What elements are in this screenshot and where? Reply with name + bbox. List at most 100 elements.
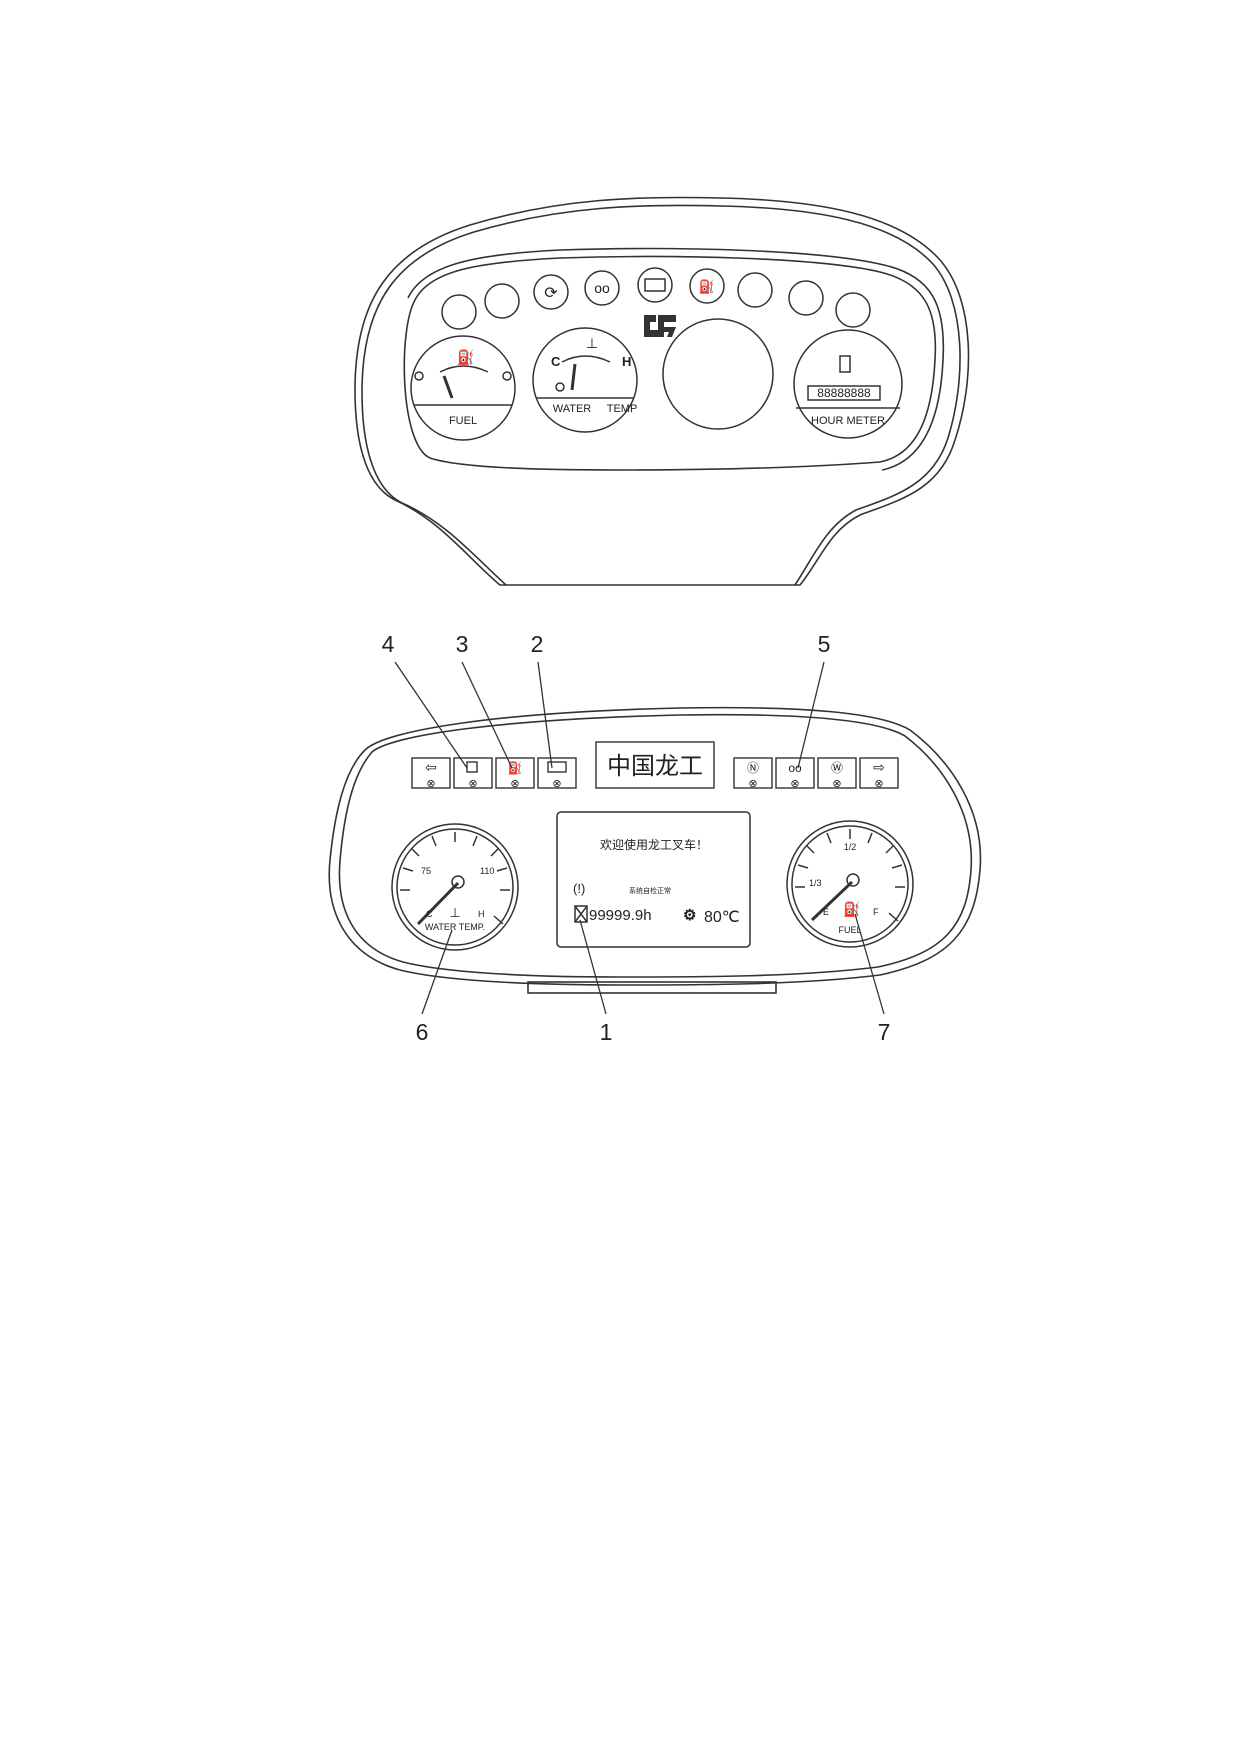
callout-7: 7: [878, 1019, 891, 1045]
brake-warning-icon: (!): [573, 881, 585, 896]
svg-text:⊗: ⊗: [748, 778, 757, 790]
top-water-temp-gauge: [532, 327, 638, 433]
fuel-pump-icon: ⛽: [843, 901, 860, 918]
fuel-needle: [810, 880, 854, 922]
top-panel-face: [403, 255, 937, 471]
svg-text:⊗: ⊗: [552, 778, 561, 790]
fuel-ticks: [795, 829, 905, 922]
brake-indicator: [817, 757, 857, 789]
lamp-blank-5: [835, 292, 871, 328]
engine-temp-icon: ⚙: [683, 907, 696, 924]
svg-text:⊗: ⊗: [790, 778, 799, 790]
battery-icon: [644, 278, 666, 292]
water-tick-75: 75: [421, 866, 431, 876]
lamp-blank-1: [441, 294, 477, 330]
fuel-filter-indicator: [453, 757, 493, 789]
svg-text:⊗: ⊗: [426, 778, 435, 790]
hour-meter-label: HOUR METER: [811, 415, 885, 427]
bottom-panel-outline: [328, 706, 982, 986]
left-arrow-icon: ⇦: [425, 759, 437, 775]
svg-text:⊗: ⊗: [468, 778, 477, 790]
glow-plug-icon: oo: [788, 761, 802, 775]
preheat-indicator: [775, 757, 815, 789]
coolant-temp-icon: ⊥: [586, 335, 598, 351]
top-cold-mark: C: [551, 354, 561, 369]
top-fuel-gauge: [410, 335, 516, 441]
brand-text: 中国龙工: [607, 753, 703, 780]
fuel-full-mark: F: [873, 907, 879, 917]
top-hour-meter: [793, 329, 903, 439]
fuel-gauge: 1/2 1/3 E ⛽ F FUEL: [786, 820, 914, 948]
top-fuel-label: FUEL: [449, 415, 477, 427]
top-logo: [644, 315, 676, 337]
top-temp-label: TEMP: [607, 403, 638, 415]
lamp-battery: [637, 267, 673, 303]
water-temp-ticks: [400, 832, 510, 925]
hour-meter-display: [807, 385, 881, 401]
lcd-temp: 80℃: [704, 909, 740, 926]
top-instrument-panel: [354, 196, 970, 586]
lamp-glow-plug: [584, 270, 620, 306]
water-hot-mark: H: [478, 909, 485, 919]
lcd-sub-text: 系统自检正常: [629, 886, 671, 895]
preheat-icon: ⟳: [544, 285, 558, 302]
fuel-label: FUEL: [838, 925, 861, 935]
callout-5: 5: [818, 631, 831, 657]
fuel-tick-quarter: 1/3: [809, 878, 822, 888]
hour-meter-digits: 88888888: [817, 386, 871, 400]
oil-can-icon: ⛽: [508, 761, 523, 775]
fuel-pump-icon: ⛽: [457, 349, 474, 366]
hourglass-icon: [839, 355, 851, 373]
lamp-blank-4: [788, 280, 824, 316]
callout-1: 1: [600, 1019, 613, 1045]
callout-6: 6: [416, 1019, 429, 1045]
bottom-instrument-panel: [328, 706, 982, 994]
fuel-empty-mark: E: [823, 907, 829, 917]
neutral-icon: Ⓝ: [747, 761, 759, 775]
top-water-label: WATER: [553, 403, 592, 415]
right-turn-indicator: [859, 757, 899, 789]
callout-leaders: [394, 661, 885, 1015]
lamp-preheat: [533, 274, 569, 310]
top-fuel-needle: [442, 375, 454, 399]
battery-icon: [547, 761, 567, 773]
lcd-welcome-text: 欢迎使用龙工叉车！: [600, 837, 708, 852]
svg-text:⊗: ⊗: [510, 778, 519, 790]
callout-2: 2: [531, 631, 544, 657]
fuel-tick-half: 1/2: [844, 842, 857, 852]
top-water-temp-needle: [570, 363, 577, 391]
warning-lamp-row: ⟳ oo ⛽: [441, 267, 871, 330]
water-temp-needle: [416, 881, 460, 926]
lamp-oil: [689, 268, 725, 304]
water-cold-mark: C: [426, 909, 433, 919]
svg-text:⊗: ⊗: [832, 778, 841, 790]
right-arrow-icon: ⇨: [873, 759, 885, 775]
oil-pressure-indicator: [495, 757, 535, 789]
indicator-strip: ⇦ ⊗ ⊗ ⛽ ⊗ ⊗ 中国龙工 Ⓝ ⊗ oo ⊗ Ⓦ ⊗ ⇨ ⊗: [411, 741, 899, 790]
filter-icon: [466, 761, 478, 773]
lcd-hours: 99999.9h: [589, 907, 652, 924]
top-hot-mark: H: [622, 354, 631, 369]
water-tick-110: 110: [480, 866, 494, 876]
brake-icon: Ⓦ: [831, 761, 843, 775]
svg-text:⊗: ⊗: [874, 778, 883, 790]
brand-plate: [595, 741, 715, 789]
left-turn-indicator: [411, 757, 451, 789]
water-temp-gauge: 75 110 C ⊥ H WATER TEMP.: [391, 823, 519, 951]
callout-3: 3: [456, 631, 469, 657]
oil-can-icon: ⛽: [699, 279, 715, 294]
top-hood-outline: [354, 196, 970, 586]
bottom-panel-tab: [527, 981, 777, 994]
water-temp-label: WATER TEMP.: [425, 922, 485, 932]
neutral-indicator: [733, 757, 773, 789]
callout-4: 4: [382, 631, 395, 657]
top-blank-dial: [662, 318, 774, 430]
lcd-display: 欢迎使用龙工叉车！ (!) 系统自检正常 99999.9h ⚙ 80℃: [556, 811, 751, 948]
lamp-blank-2: [484, 283, 520, 319]
callout-numbers: 4 3 2 5 6 1 7: [382, 631, 891, 1045]
battery-charge-indicator: [537, 757, 577, 789]
lamp-blank-3: [737, 272, 773, 308]
glow-plug-icon: oo: [594, 280, 610, 296]
coolant-icon: ⊥: [449, 905, 460, 920]
